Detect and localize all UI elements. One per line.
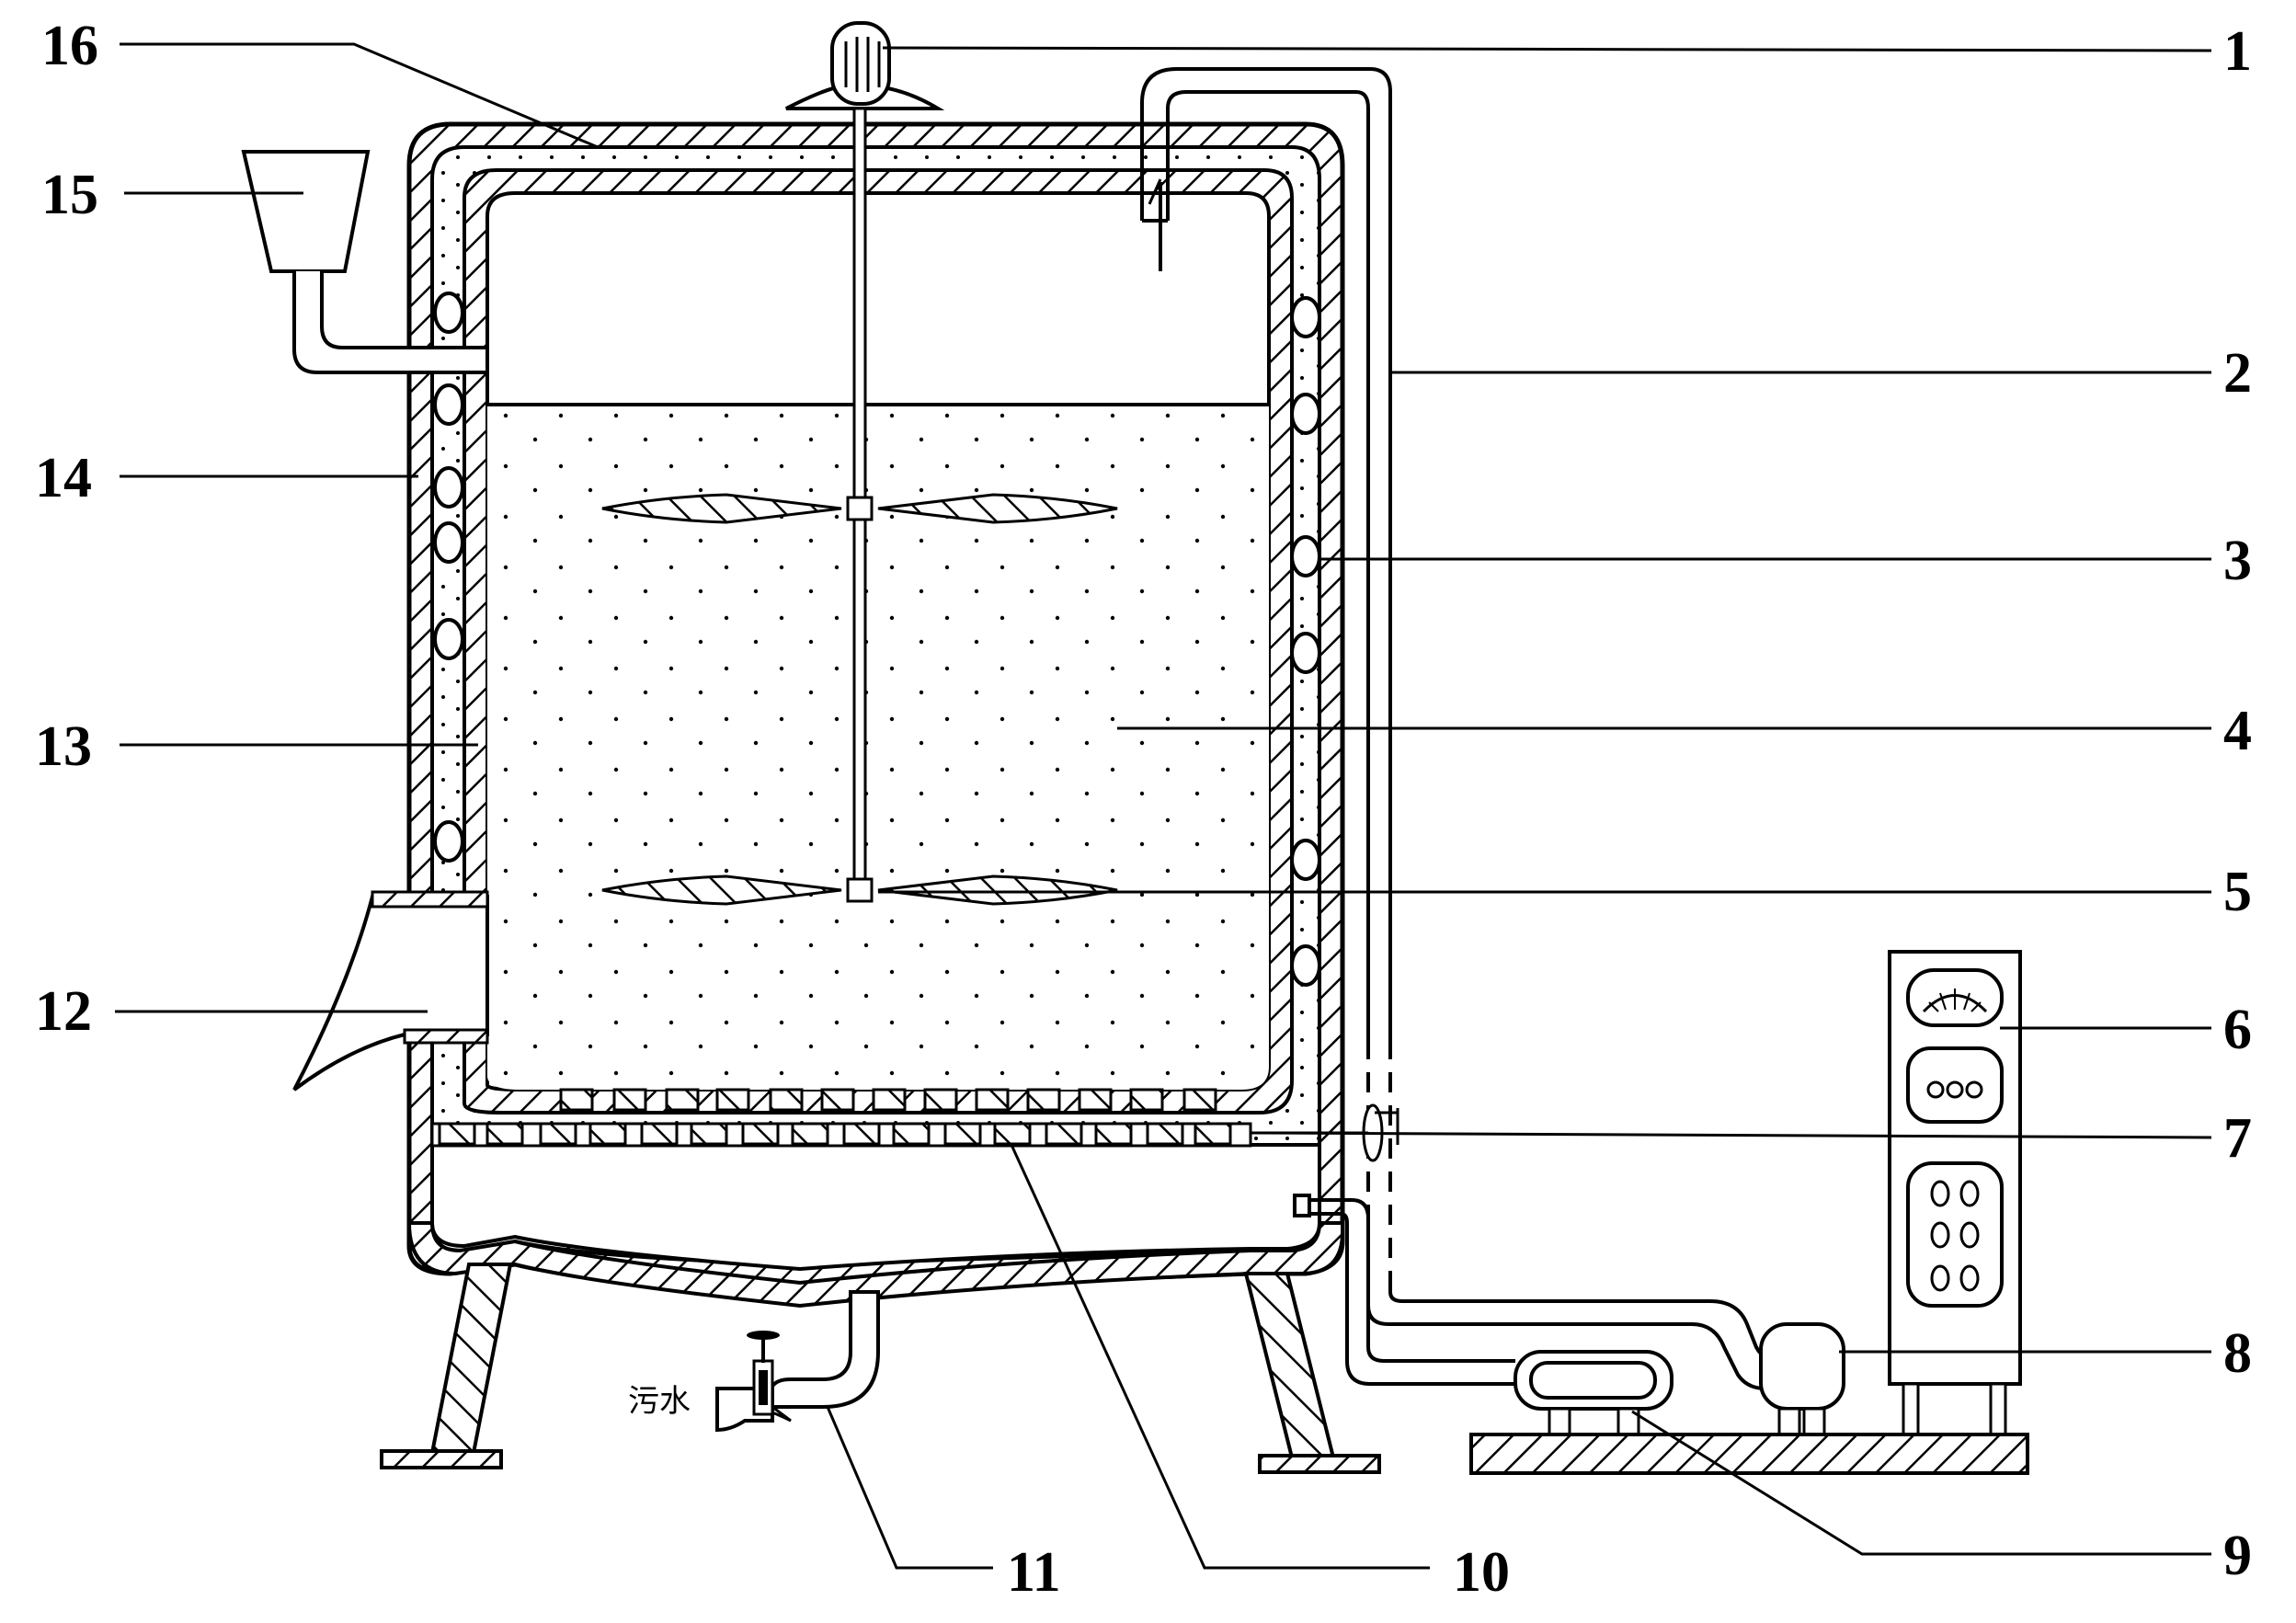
- label-10: 10: [1453, 1541, 1510, 1604]
- control-cabinet: [1888, 950, 2022, 1438]
- label-14: 14: [35, 447, 92, 509]
- label-9: 9: [2223, 1525, 2252, 1587]
- drain-text: 污水: [628, 1383, 691, 1420]
- bottom-chamber: [406, 1143, 1344, 1309]
- drain-valve: [715, 1331, 792, 1433]
- label-13: 13: [35, 715, 92, 778]
- leader-16: [120, 42, 599, 149]
- pump: [1759, 1322, 1845, 1438]
- heating-coils: [433, 291, 1321, 987]
- leader-lines: [115, 42, 2212, 1570]
- leader-10: [1010, 1144, 1430, 1570]
- label-15: 15: [41, 164, 98, 226]
- label-5: 5: [2223, 861, 2252, 923]
- label-12: 12: [35, 980, 92, 1043]
- motor: [785, 21, 945, 110]
- label-16: 16: [41, 15, 98, 77]
- callout-labels: 1 2 3 4 5 6 7 8 9 10 11 12 13 14 15 16: [35, 15, 2252, 1604]
- label-1: 1: [2223, 20, 2252, 83]
- tank-legs: [380, 1263, 1381, 1474]
- leader-9: [1631, 1410, 2211, 1556]
- impeller-upper: [601, 493, 1118, 524]
- impeller-lower: [601, 874, 1118, 906]
- equipment-base: [1469, 1433, 2029, 1475]
- leader-7: [1250, 1131, 2212, 1139]
- drain-pipe: [768, 1290, 880, 1409]
- label-11: 11: [1007, 1541, 1061, 1604]
- label-3: 3: [2223, 530, 2252, 592]
- label-2: 2: [2223, 342, 2252, 405]
- pump-motor: [1514, 1350, 1673, 1438]
- discharge-spout: [292, 890, 489, 1092]
- filter-plates: [430, 1088, 1252, 1148]
- label-8: 8: [2223, 1322, 2252, 1385]
- label-7: 7: [2223, 1107, 2252, 1170]
- inner-vessel: [463, 168, 1294, 1114]
- return-pipe: [1293, 1194, 1515, 1386]
- label-4: 4: [2223, 700, 2252, 762]
- label-6: 6: [2223, 999, 2252, 1061]
- feed-funnel: [241, 150, 489, 374]
- leader-1: [882, 46, 2212, 52]
- leader-11: [826, 1406, 993, 1570]
